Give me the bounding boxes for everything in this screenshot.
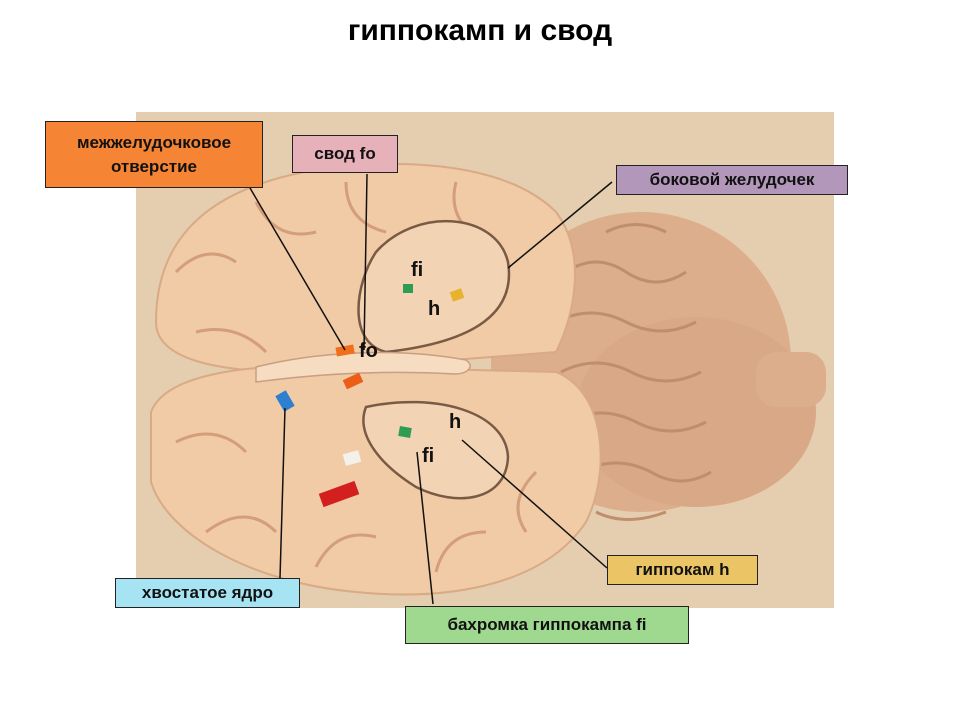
label-caudate-nucleus: хвостатое ядро	[115, 578, 300, 608]
page-title: гиппокамп и свод	[347, 14, 613, 47]
marker-fi-bottom: fi	[422, 445, 435, 467]
label-lateral-ventricle: боковой желудочек	[616, 165, 848, 195]
marker-h-top: h	[428, 298, 441, 320]
marker-fi-top: fi	[411, 259, 424, 281]
label-interventricular-foramen: межжелудочковое отверстие	[45, 121, 263, 188]
label-fimbria: бахромка гиппокампа fi	[405, 606, 689, 644]
marker-fo: fo	[359, 340, 378, 362]
label-hippocampus: гиппокам h	[607, 555, 758, 585]
marker-h-bottom: h	[449, 411, 462, 433]
label-fornix: свод fo	[292, 135, 398, 173]
